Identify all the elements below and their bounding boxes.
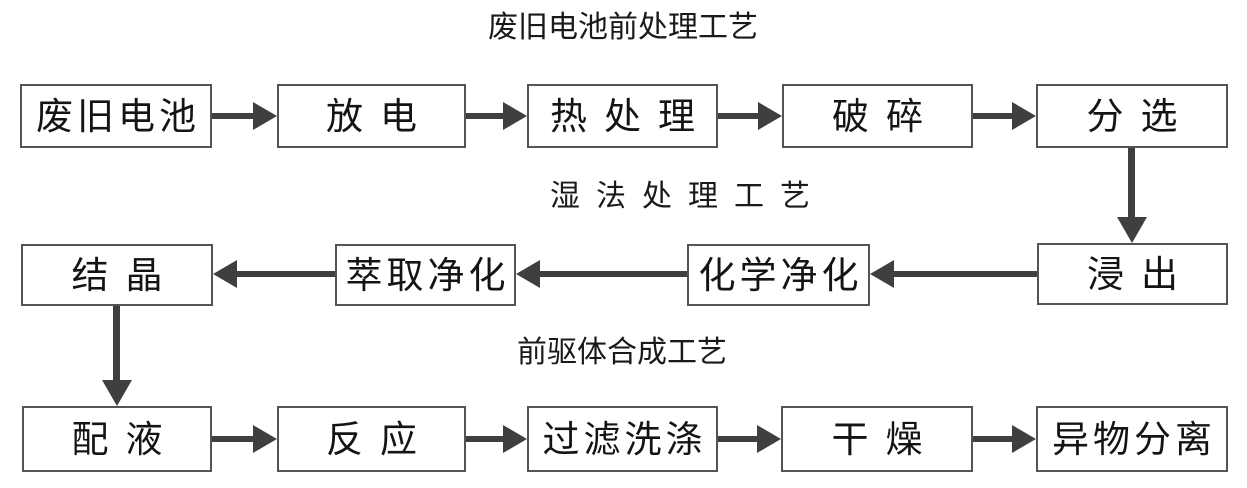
section-title-hydrometallurgy: 湿法处理工艺 xyxy=(550,179,826,214)
node-chemical-purification: 化学净化 xyxy=(687,244,870,306)
arrow-heat-treatment-to-crushing xyxy=(718,102,782,130)
node-heat-treatment: 热处理 xyxy=(527,84,718,148)
node-crystallization: 结晶 xyxy=(21,244,213,306)
node-extraction-purification: 萃取净化 xyxy=(335,244,516,306)
node-sorting: 分选 xyxy=(1036,84,1228,148)
arrow-drying-to-foreign-matter-separation xyxy=(973,425,1036,453)
arrow-filtration-washing-to-drying xyxy=(718,425,781,453)
node-solution-preparation: 配液 xyxy=(22,406,212,472)
arrow-discharge-to-heat-treatment xyxy=(466,102,527,130)
arrow-leaching-to-chemical-purification xyxy=(870,260,1037,288)
node-reaction: 反应 xyxy=(277,406,466,472)
node-waste-battery: 废旧电池 xyxy=(20,84,212,148)
node-discharge: 放电 xyxy=(277,84,466,148)
arrow-sorting-to-leaching xyxy=(1117,148,1147,243)
arrow-reaction-to-filtration-washing xyxy=(466,425,527,453)
node-foreign-matter-separation: 异物分离 xyxy=(1036,406,1228,472)
section-title-precursor-synthesis: 前驱体合成工艺 xyxy=(517,335,727,370)
arrow-solution-preparation-to-reaction xyxy=(212,425,277,453)
arrow-chemical-purification-to-extraction-purification xyxy=(516,260,687,288)
arrow-waste-battery-to-discharge xyxy=(212,102,277,130)
node-crushing: 破碎 xyxy=(782,84,973,148)
section-title-pretreatment: 废旧电池前处理工艺 xyxy=(488,10,758,45)
node-drying: 干燥 xyxy=(781,406,973,472)
arrow-extraction-purification-to-crystallization xyxy=(213,260,335,288)
node-filtration-washing: 过滤洗涤 xyxy=(527,406,718,472)
node-leaching: 浸出 xyxy=(1037,243,1228,305)
arrow-crystallization-to-solution-preparation xyxy=(102,306,132,406)
arrow-crushing-to-sorting xyxy=(973,102,1036,130)
